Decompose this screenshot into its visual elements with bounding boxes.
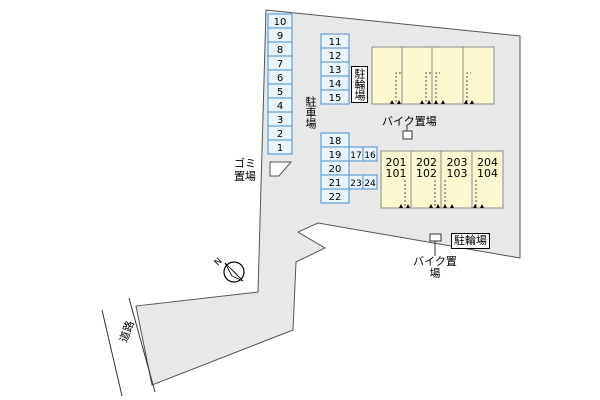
parking-3-label: 3 bbox=[277, 115, 283, 126]
parking-2-label: 2 bbox=[277, 129, 283, 140]
garbage-label: ゴミ置場 bbox=[234, 157, 256, 183]
road-edge-left bbox=[101, 309, 123, 397]
parking-8-label: 8 bbox=[277, 45, 283, 56]
parking-24-label: 24 bbox=[364, 179, 376, 189]
parking-9-label: 9 bbox=[277, 31, 283, 42]
parking-10-label: 10 bbox=[274, 17, 287, 28]
entrance-marker bbox=[429, 204, 433, 208]
entrance-marker bbox=[464, 100, 468, 104]
building-top bbox=[371, 46, 495, 105]
parking-5-label: 5 bbox=[277, 87, 283, 98]
entrance-marker bbox=[434, 100, 438, 104]
entrance-marker bbox=[420, 100, 424, 104]
unit-204-label: 204 bbox=[477, 156, 498, 169]
parking-22-label: 22 bbox=[329, 192, 342, 203]
unit-201-label: 201 bbox=[386, 156, 407, 169]
parking-16-label: 16 bbox=[364, 151, 376, 161]
unit-203-label: 203 bbox=[447, 156, 468, 169]
parking-23-label: 23 bbox=[350, 179, 361, 189]
entrance-marker bbox=[427, 100, 431, 104]
parking-24-space bbox=[362, 174, 378, 190]
parking-15-space bbox=[320, 89, 350, 105]
unit-103-label: 103 bbox=[447, 167, 468, 180]
parking-18-label: 18 bbox=[329, 136, 342, 147]
unit-102-label: 102 bbox=[416, 167, 437, 180]
motorbike-box-2 bbox=[429, 233, 442, 242]
parking-13-label: 13 bbox=[329, 65, 342, 76]
bike-parking-label-top: 駐輪場 bbox=[351, 66, 368, 103]
parking-15-label: 15 bbox=[329, 93, 342, 104]
entrance-marker bbox=[406, 204, 410, 208]
entrance-marker bbox=[473, 204, 477, 208]
entrance-marker bbox=[450, 204, 454, 208]
parking-17-label: 17 bbox=[350, 151, 361, 161]
entrance-marker bbox=[441, 100, 445, 104]
motorbike-label-2: バイク置場 bbox=[413, 255, 457, 281]
entrance-marker bbox=[470, 100, 474, 104]
parking-11-label: 11 bbox=[329, 37, 342, 48]
unit-101-label: 101 bbox=[386, 167, 407, 180]
road-edge-right bbox=[128, 297, 156, 393]
parking-21-label: 21 bbox=[329, 178, 342, 189]
unit-104-label: 104 bbox=[477, 167, 498, 180]
parking-12-label: 12 bbox=[329, 51, 342, 62]
entrance-marker bbox=[397, 100, 401, 104]
parking-19-label: 19 bbox=[329, 150, 342, 161]
entrance-marker bbox=[480, 204, 484, 208]
parking-7-label: 7 bbox=[277, 59, 283, 70]
parking-1-label: 1 bbox=[277, 143, 283, 154]
bike-parking-label-bottom: 駐輪場 bbox=[451, 233, 490, 250]
motorbike-box-1 bbox=[402, 130, 413, 140]
motorbike-label-1: バイク置場 bbox=[382, 115, 437, 128]
north-compass-icon bbox=[223, 261, 245, 283]
parking-14-label: 14 bbox=[329, 79, 342, 90]
unit-202-label: 202 bbox=[416, 156, 437, 169]
building-bottom bbox=[380, 150, 504, 209]
parking-label: 駐車場 bbox=[304, 96, 317, 129]
parking-6-label: 6 bbox=[277, 73, 283, 84]
parking-4-label: 4 bbox=[277, 101, 283, 112]
entrance-marker bbox=[399, 204, 403, 208]
entrance-marker bbox=[436, 204, 440, 208]
entrance-marker bbox=[390, 100, 394, 104]
garbage-area bbox=[269, 161, 293, 177]
parking-1-space bbox=[267, 139, 293, 155]
entrance-marker bbox=[443, 204, 447, 208]
parking-22-space bbox=[320, 188, 350, 204]
parking-20-label: 20 bbox=[329, 164, 342, 175]
entrance-markers bbox=[390, 100, 484, 208]
parking-16-space bbox=[362, 146, 378, 162]
